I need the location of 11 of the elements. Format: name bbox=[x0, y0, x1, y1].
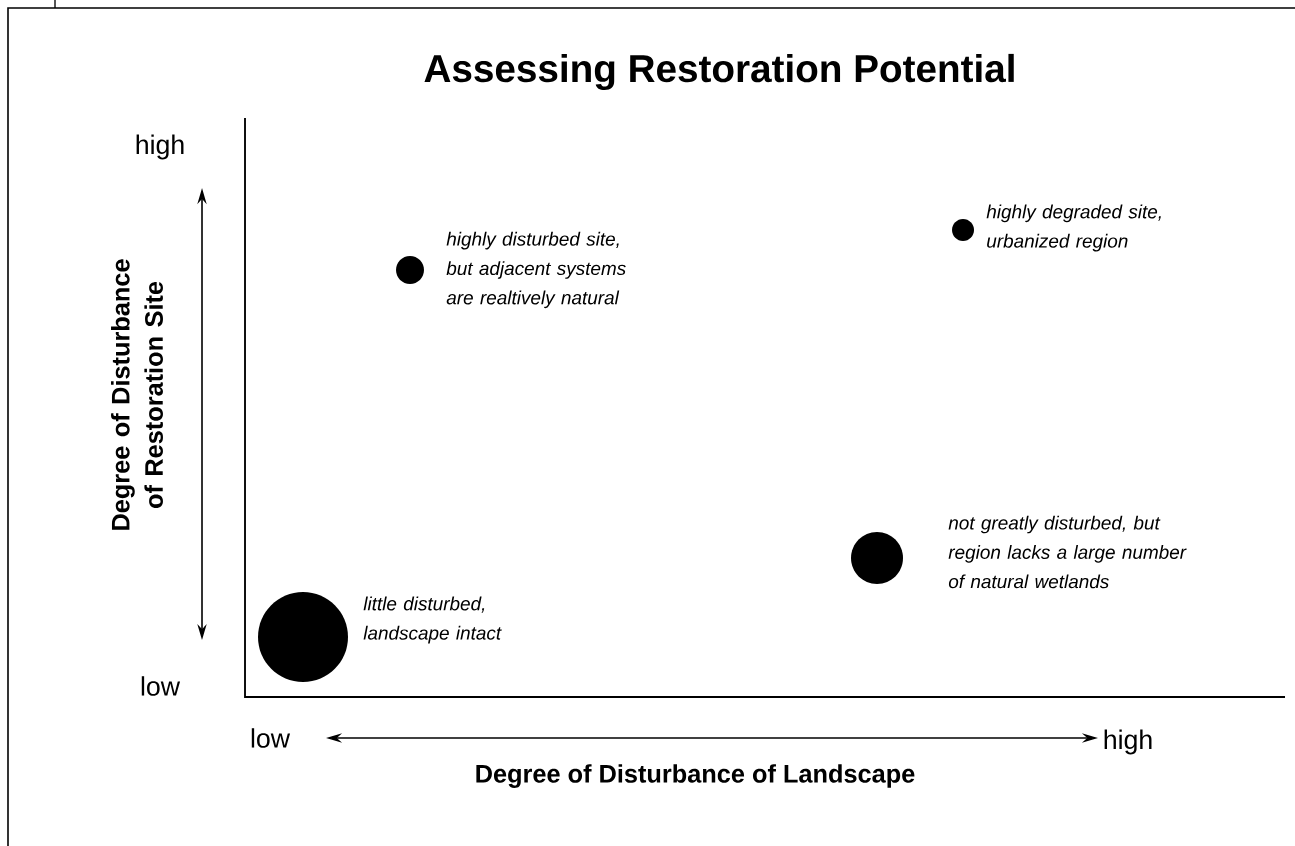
note-text: highly disturbed site, but adjacent systems are realtively natural bbox=[446, 231, 626, 309]
axis-end-label: high bbox=[1104, 729, 1152, 755]
title: Assessing Restoration Potential bbox=[424, 53, 1014, 91]
axis-end-label: low bbox=[251, 728, 291, 748]
axis-end-label: high bbox=[136, 134, 184, 160]
axis-title: Degree of Disturbance of Landscape bbox=[476, 764, 915, 788]
axis-end-label: low bbox=[141, 676, 181, 696]
note-text: highly degraded site, urbanized region bbox=[986, 204, 1161, 252]
note-text: little disturbed, landscape intact bbox=[363, 596, 502, 644]
note-text: not greatly disturbed, but region lacks a large number of natural wetlands bbox=[948, 515, 1187, 589]
axis-title: Degree of Disturbance of Restoration Site bbox=[111, 259, 163, 530]
